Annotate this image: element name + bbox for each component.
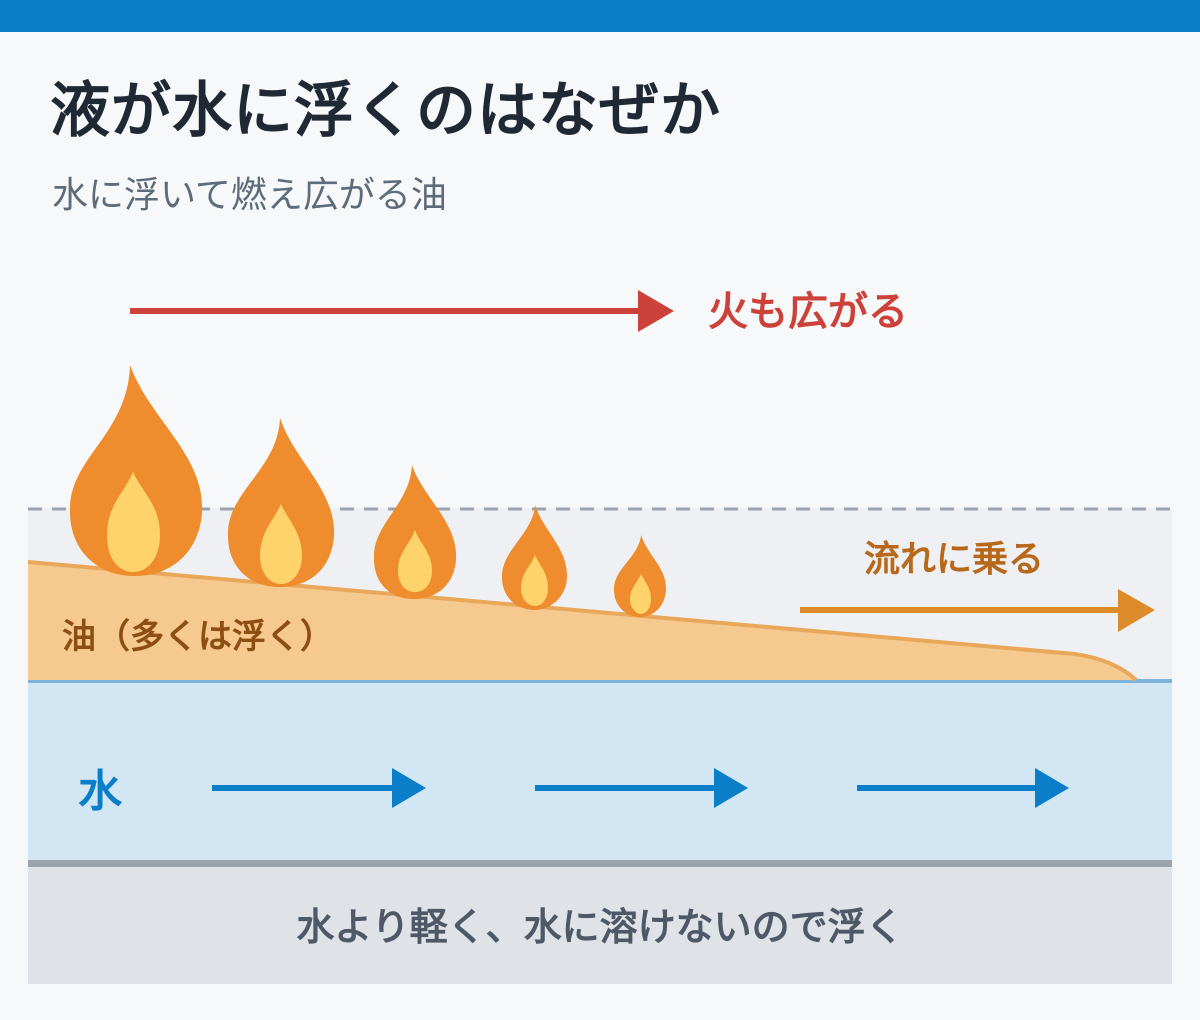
fire-spread-arrow — [130, 290, 674, 332]
fire-spread-label: 火も広がる — [708, 289, 908, 335]
flame-icon — [227, 418, 335, 587]
arrow-right-icon — [638, 290, 674, 332]
oil-label: 油（多くは浮く） — [62, 617, 334, 657]
water-flow-arrow — [212, 768, 426, 808]
flame-icon — [373, 465, 457, 599]
top-accent-bar — [0, 0, 1200, 32]
arrow-right-icon — [714, 768, 748, 808]
footer-box — [28, 867, 1172, 984]
arrow-right-icon — [1035, 768, 1069, 808]
water-flow-arrow — [535, 768, 748, 808]
water-label: 水 — [78, 766, 123, 817]
oil-layer — [28, 562, 1136, 680]
flow-label: 流れに乗る — [864, 539, 1044, 580]
arrow-right-icon — [392, 768, 426, 808]
water-layer — [28, 680, 1172, 863]
water-flow-arrow — [857, 768, 1069, 808]
flame-icon — [501, 505, 568, 610]
oil-flow-arrow — [800, 589, 1155, 632]
arrow-right-icon — [1118, 589, 1155, 632]
flame-icon — [613, 535, 667, 617]
footer-caption: 水より軽く、水に溶けないので浮く — [296, 905, 903, 949]
water-bottom-line — [28, 860, 1172, 867]
page-title: 液が水に浮くのはなぜか — [50, 76, 721, 146]
oil-surface-line — [27, 560, 1138, 682]
flame-icon — [69, 365, 203, 576]
page-subtitle: 水に浮いて燃え広がる油 — [52, 175, 447, 216]
